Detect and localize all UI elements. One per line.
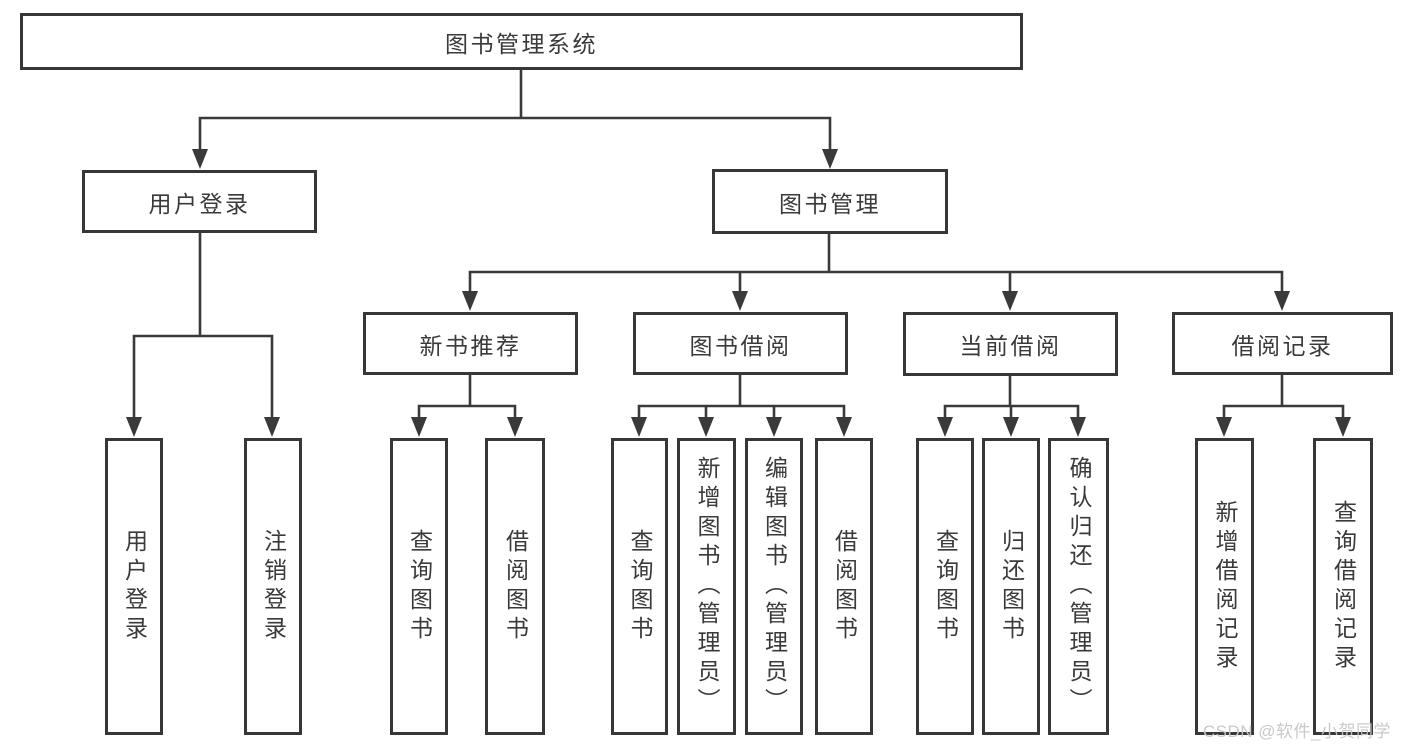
node-user-login-label: 用户登录: [148, 190, 251, 217]
leaf-edit-book-admin-label: 编辑图书（管理员）: [761, 456, 788, 717]
node-book-management: 图书管理: [712, 169, 948, 234]
leaf-query-borrow-record: 查询借阅记录: [1313, 438, 1373, 735]
node-book-management-label: 图书管理: [779, 190, 881, 217]
leaf-add-borrow-record-label: 新增借阅记录: [1212, 499, 1238, 674]
arrowhead: [1274, 291, 1290, 311]
leaf-borrow-books-2: 借阅图书: [815, 438, 873, 735]
leaf-query-books-1-label: 查询图书: [406, 528, 433, 645]
arrowhead: [1003, 417, 1019, 437]
leaf-borrow-books-1: 借阅图书: [485, 438, 545, 735]
leaf-user-login: 用户登录: [105, 438, 163, 735]
leaf-query-books-2-label: 查询图书: [627, 528, 653, 645]
leaf-add-book-admin-label: 新增图书（管理员）: [694, 456, 720, 717]
arrowhead: [192, 149, 208, 169]
node-borrowing-records-label: 借阅记录: [1231, 332, 1334, 359]
leaf-add-book-admin: 新增图书（管理员）: [677, 438, 736, 735]
arrowhead: [937, 417, 953, 437]
node-current-borrowing: 当前借阅: [903, 312, 1118, 376]
node-user-login: 用户登录: [82, 170, 317, 233]
arrowheads: [126, 149, 1351, 437]
node-borrowing-records: 借阅记录: [1172, 312, 1393, 375]
node-new-book-recommend: 新书推荐: [363, 312, 578, 375]
arrowhead: [411, 417, 427, 437]
leaf-borrow-books-1-label: 借阅图书: [502, 528, 529, 645]
leaf-confirm-return-admin: 确认归还（管理员）: [1048, 438, 1109, 735]
arrowhead: [462, 291, 478, 311]
node-book-borrowing: 图书借阅: [633, 312, 848, 375]
node-book-borrowing-label: 图书借阅: [689, 332, 792, 359]
tree-edges: [132, 68, 1345, 421]
leaf-confirm-return-admin-label: 确认归还（管理员）: [1066, 456, 1092, 717]
node-current-borrowing-label: 当前借阅: [959, 333, 1062, 359]
arrowhead: [126, 417, 142, 437]
node-library-system-label: 图书管理系统: [445, 30, 598, 57]
leaf-query-books-2: 查询图书: [611, 438, 668, 735]
arrowhead: [698, 417, 714, 437]
leaf-return-books-label: 归还图书: [998, 528, 1025, 645]
arrowhead: [1070, 417, 1086, 437]
arrowhead: [1002, 291, 1018, 311]
arrowhead: [766, 417, 782, 437]
leaf-user-login-label: 用户登录: [121, 528, 148, 645]
csdn-watermark: CSDN @软件_小贺同学: [1202, 722, 1391, 741]
arrowhead: [836, 417, 852, 437]
arrowhead: [264, 417, 280, 437]
leaf-edit-book-admin: 编辑图书（管理员）: [745, 438, 803, 735]
arrowhead: [1335, 417, 1351, 437]
leaf-query-books-1: 查询图书: [390, 438, 448, 735]
leaf-query-books-3-label: 查询图书: [932, 528, 959, 645]
leaf-return-books: 归还图书: [982, 438, 1040, 735]
leaf-add-borrow-record: 新增借阅记录: [1195, 438, 1254, 735]
leaf-borrow-books-2-label: 借阅图书: [831, 528, 858, 645]
arrowhead: [822, 149, 838, 169]
arrowhead: [507, 417, 523, 437]
leaf-query-books-3: 查询图书: [916, 438, 974, 735]
node-new-book-recommend-label: 新书推荐: [419, 332, 522, 359]
leaf-logout: 注销登录: [244, 438, 302, 735]
leaf-logout-label: 注销登录: [260, 528, 287, 645]
arrowhead: [1216, 417, 1232, 437]
node-library-system: 图书管理系统: [20, 13, 1023, 70]
arrowhead: [732, 291, 748, 311]
leaf-query-borrow-record-label: 查询借阅记录: [1330, 499, 1357, 674]
arrowhead: [631, 417, 647, 437]
